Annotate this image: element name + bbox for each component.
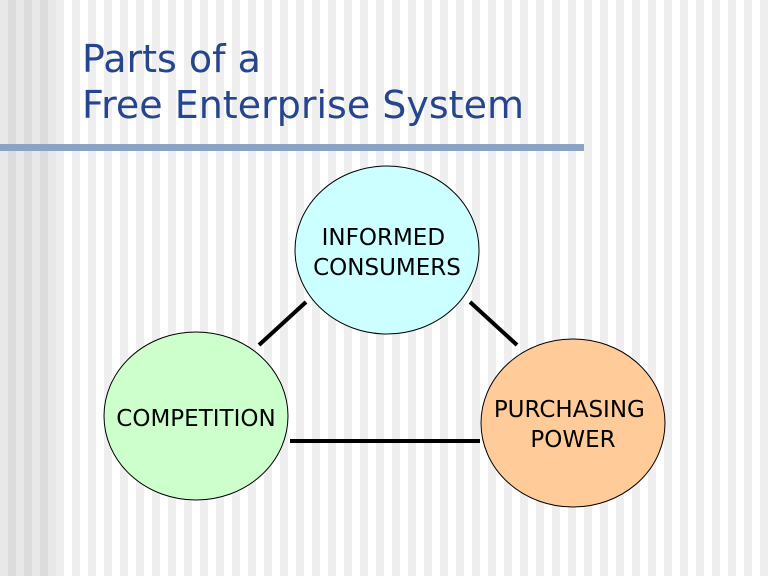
node-informed-consumers: INFORMED CONSUMERS [294,165,480,335]
title-underline [0,144,584,151]
title-line-2: Free Enterprise System [82,83,524,127]
title-line-1: Parts of a [82,37,261,81]
node-competition-label: COMPETITION [116,406,275,432]
label-line: PURCHASING [494,397,645,423]
label-line: COMPETITION [116,406,275,432]
node-competition: COMPETITION [103,331,289,501]
connector-informed-competition [257,300,308,347]
node-competition-circle [103,331,289,501]
label-line: CONSUMERS [313,255,461,281]
label-line: INFORMED [322,225,445,251]
node-informed-consumers-label: INFORMED CONSUMERS [313,225,461,281]
node-purchasing-power-circle [480,338,666,508]
slide-title: Parts of a Free Enterprise System [82,36,524,128]
node-informed-consumers-circle [294,165,480,335]
node-purchasing-power-label: PURCHASING POWER [494,397,652,453]
label-line: POWER [530,427,615,453]
background-left-band [0,0,56,576]
node-purchasing-power: PURCHASING POWER [480,338,666,508]
connector-informed-purchasing [468,300,519,347]
